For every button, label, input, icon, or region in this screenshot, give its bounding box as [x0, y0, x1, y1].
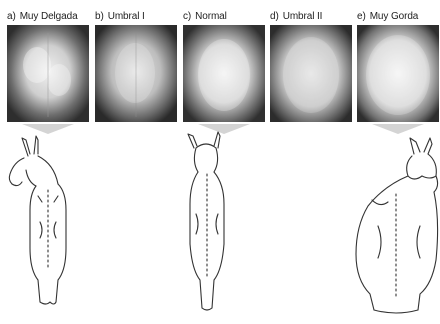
panel-c-photo: [183, 25, 265, 122]
goat-drawings: [0, 130, 440, 324]
goat-very-thin-drawing: [9, 136, 66, 304]
panel-a-letter: a): [7, 11, 16, 22]
panel-e-title: Muy Gorda: [370, 11, 419, 22]
panel-e-label: e) Muy Gorda: [357, 11, 418, 22]
panel-a-photo: [7, 25, 89, 122]
goat-normal-drawing: [188, 132, 224, 310]
panel-d-label: d) Umbral II: [270, 11, 322, 22]
panel-b-photo: [95, 25, 177, 122]
panel-e-photo: [357, 25, 439, 122]
goat-very-fat-drawing: [356, 138, 438, 313]
panel-c-letter: c): [183, 11, 191, 22]
panel-a-label: a) Muy Delgada: [7, 11, 78, 22]
panel-d-photo: [270, 25, 352, 122]
panel-b-letter: b): [95, 11, 104, 22]
panel-c-title: Normal: [195, 11, 227, 22]
panel-e-letter: e): [357, 11, 366, 22]
panel-d-letter: d): [270, 11, 279, 22]
panel-b-title: Umbral I: [108, 11, 145, 22]
panel-a-title: Muy Delgada: [20, 11, 78, 22]
panel-c-label: c) Normal: [183, 11, 227, 22]
panel-d-title: Umbral II: [283, 11, 323, 22]
panel-b-label: b) Umbral I: [95, 11, 145, 22]
